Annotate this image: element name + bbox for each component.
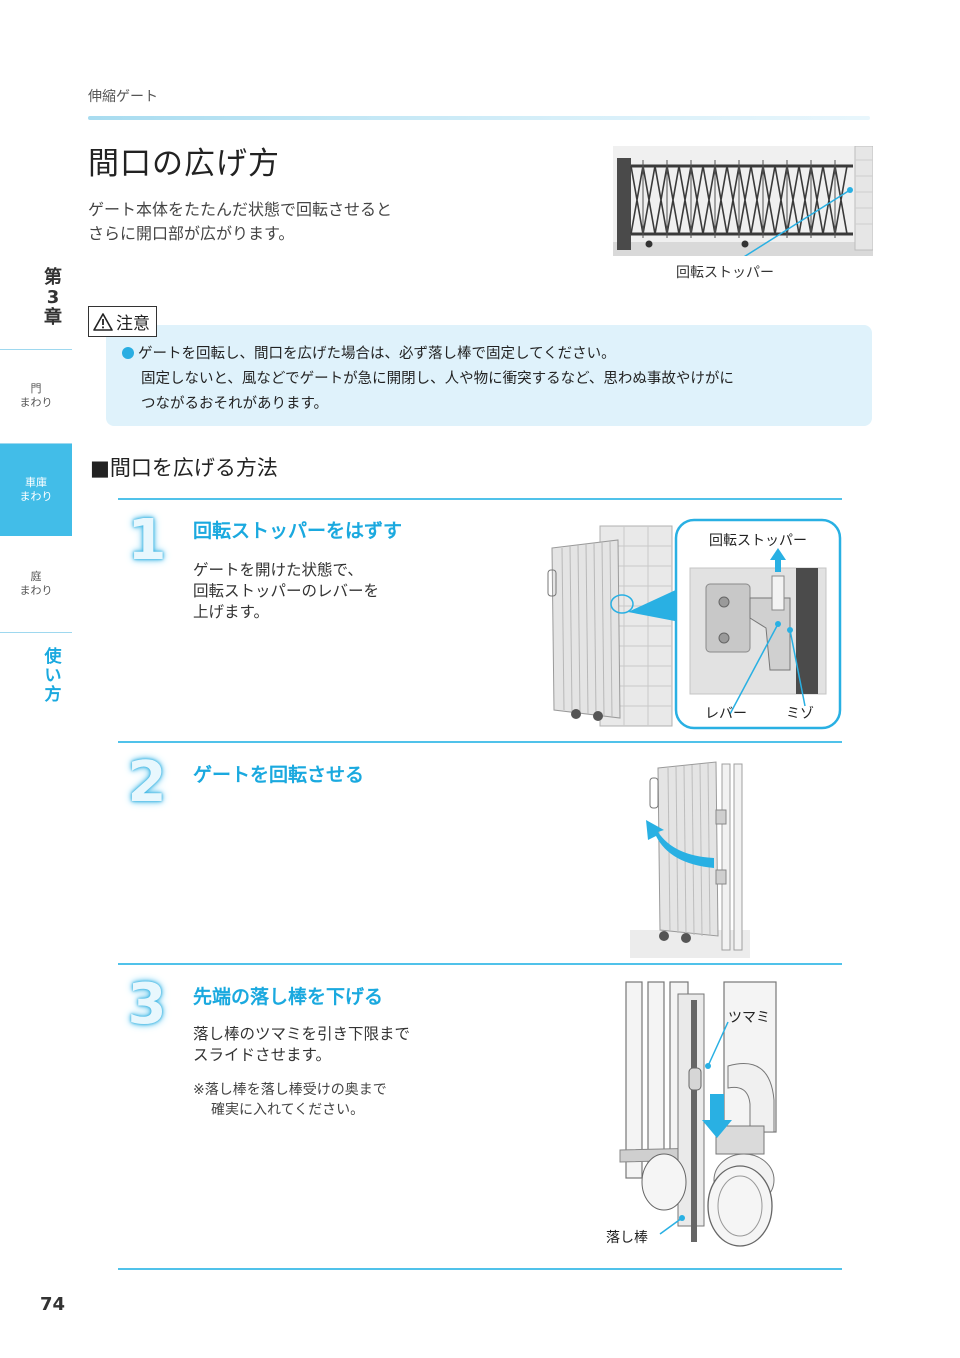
sidebar-tab-gate[interactable]: 門 まわり xyxy=(0,382,72,410)
page-title: 間口の広げ方 xyxy=(88,146,280,182)
sidebar-tab-label: 庭 xyxy=(30,570,42,583)
label-rod: 落し棒 xyxy=(606,1230,648,1246)
intro-line: さらに開口部が広がります。 xyxy=(88,224,295,243)
sidebar-divider xyxy=(0,443,72,444)
step-number: 1 xyxy=(127,508,167,573)
usage-char: 方 xyxy=(44,685,62,705)
step-title: 回転ストッパーをはずす xyxy=(193,520,403,542)
sidebar-tab-label: まわり xyxy=(19,584,53,597)
sidebar-tab-label: 門 xyxy=(30,382,42,395)
header-divider xyxy=(88,116,870,120)
callout-title: 回転ストッパー xyxy=(709,533,807,549)
intro-line: ゲート本体をたたんだ状態で回転させると xyxy=(88,200,393,219)
sidebar-tab-garden[interactable]: 庭 まわり xyxy=(0,570,72,598)
step2-illustration xyxy=(630,760,750,958)
photo-caption: 回転ストッパー xyxy=(676,265,774,281)
sidebar-tab-label: まわり xyxy=(19,490,53,503)
usage-char: い xyxy=(44,666,62,686)
step-number: 3 xyxy=(127,972,167,1037)
intro-text: ゲート本体をたたんだ状態で回転させると さらに開口部が広がります。 xyxy=(88,198,488,246)
step-body-line: 落し棒のツマミを引き下限まで xyxy=(193,1025,411,1043)
breadcrumb: 伸縮ゲート xyxy=(88,89,158,105)
label-groove: ミゾ xyxy=(786,706,814,722)
sidebar-divider xyxy=(0,349,72,350)
caution-label-text: 注意 xyxy=(116,314,150,334)
step-title: 先端の落し棒を下げる xyxy=(193,986,384,1008)
step-divider xyxy=(118,1268,842,1270)
sidebar-divider xyxy=(0,632,72,633)
warning-icon xyxy=(93,312,113,331)
chapter-char: 3 xyxy=(46,287,60,308)
usage-char: 使 xyxy=(44,647,62,667)
step-body-line: ゲートを開けた状態で、 xyxy=(193,561,363,579)
step-title: ゲートを回転させる xyxy=(193,764,365,786)
caution-line: つながるおそれがあります。 xyxy=(141,396,329,412)
step-number: 2 xyxy=(127,750,167,815)
step-body-line: スライドさせます。 xyxy=(193,1046,331,1064)
caution-line: 固定しないと、風などでゲートが急に開閉し、人や物に衝突するなど、思わぬ事故やけが… xyxy=(141,371,734,387)
step-body: 落し棒のツマミを引き下限まで スライドさせます。 xyxy=(193,1024,410,1066)
step-divider xyxy=(118,498,842,500)
gate-photo xyxy=(613,145,874,261)
caution-label: 注意 xyxy=(88,306,157,337)
step-divider xyxy=(118,963,842,965)
section-heading: ■間口を広げる方法 xyxy=(90,456,278,480)
step-note-line: ※落し棒を落し棒受けの奥まで xyxy=(193,1082,387,1098)
step-body-line: 回転ストッパーのレバーを xyxy=(193,582,380,600)
spacer xyxy=(0,444,72,476)
step-body: ゲートを開けた状態で、 回転ストッパーのレバーを 上げます。 xyxy=(193,560,379,623)
chapter-char: 第 xyxy=(44,267,62,288)
caution-line: ゲートを回転し、間口を広げた場合は、必ず落し棒で固定してください。 xyxy=(138,346,616,362)
step-divider xyxy=(118,741,842,743)
step-note-line: 確実に入れてください。 xyxy=(211,1102,365,1118)
step-body-line: 上げます。 xyxy=(193,603,269,621)
sidebar-tab-garage[interactable]: 車庫 まわり xyxy=(0,444,72,536)
chapter-char: 章 xyxy=(44,307,62,328)
step1-illustration: 回転ストッパー レバー ミゾ xyxy=(540,518,842,730)
caution-box xyxy=(106,325,872,426)
sidebar-tab-label: まわり xyxy=(19,396,53,409)
page-number: 74 xyxy=(40,1294,66,1315)
bullet-icon xyxy=(122,347,134,359)
chapter-marker: 第 3 章 xyxy=(36,268,70,328)
label-lever: レバー xyxy=(705,706,747,722)
caution-text: ゲートを回転し、間口を広げた場合は、必ず落し棒で固定してください。 固定しないと… xyxy=(122,342,862,417)
sidebar-tab-label: 車庫 xyxy=(25,476,47,489)
label-knob: ツマミ xyxy=(728,1010,770,1026)
step-note: ※落し棒を落し棒受けの奥まで 確実に入れてください。 xyxy=(193,1080,387,1120)
step3-illustration: ツマミ 落し棒 xyxy=(600,980,800,1252)
sidebar-usage[interactable]: 使 い 方 xyxy=(36,648,70,705)
